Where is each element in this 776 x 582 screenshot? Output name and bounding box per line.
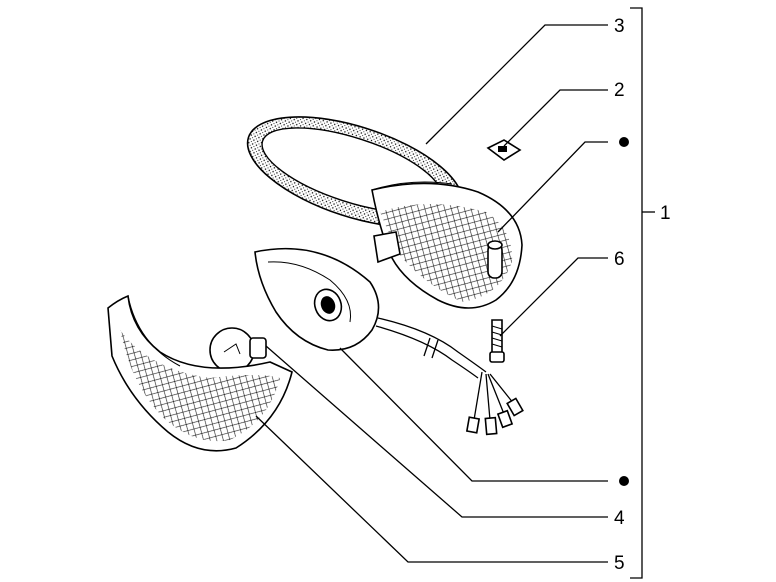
leader-line-5 bbox=[255, 415, 608, 563]
screw-part bbox=[489, 319, 505, 363]
bulb-part bbox=[209, 327, 267, 373]
leader-line-6 bbox=[499, 257, 608, 337]
clip-part bbox=[486, 139, 522, 161]
callout-2: 2 bbox=[614, 80, 625, 101]
callout-6: 6 bbox=[614, 249, 625, 270]
assembly-bracket bbox=[630, 7, 655, 579]
front-lens-part bbox=[107, 294, 293, 452]
leader-line-3 bbox=[425, 24, 608, 145]
leader-line-bulb bbox=[265, 345, 608, 518]
bulb-holder-part bbox=[254, 247, 524, 436]
leader-line-2 bbox=[503, 89, 608, 147]
rear-lens-housing-part bbox=[371, 181, 523, 309]
callout-4: 4 bbox=[614, 508, 625, 529]
callout-5: 5 bbox=[614, 553, 625, 574]
callout-3: 3 bbox=[614, 16, 625, 37]
leader-line-4 bbox=[339, 347, 608, 482]
leader-line-1 bbox=[497, 141, 608, 233]
leader-lines bbox=[255, 24, 608, 563]
bullet-marker-bottom bbox=[619, 476, 629, 486]
bullet-marker-top bbox=[619, 137, 629, 147]
callout-1: 1 bbox=[660, 203, 671, 224]
